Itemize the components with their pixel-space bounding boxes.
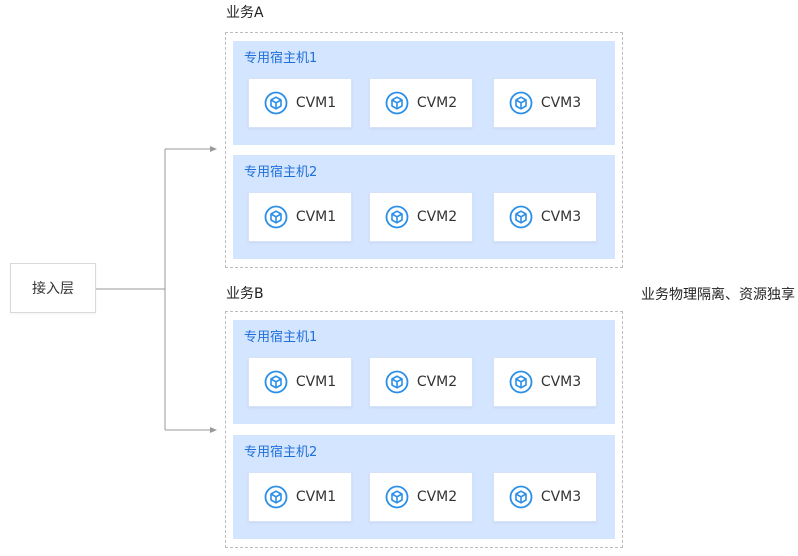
vm-node: CVM1 xyxy=(248,192,352,242)
vm-label: CVM2 xyxy=(416,374,458,390)
vm-label: CVM1 xyxy=(295,95,337,111)
cube-icon xyxy=(509,485,533,509)
business-a-title: 业务A xyxy=(226,5,264,21)
vm-node: CVM1 xyxy=(248,472,352,522)
cube-icon xyxy=(385,485,409,509)
vm-node: CVM1 xyxy=(248,357,352,407)
business-b-host-1: 专用宿主机1 CVM1 CVM2 CVM3 xyxy=(233,320,615,424)
vm-node: CVM2 xyxy=(369,357,473,407)
vm-label: CVM3 xyxy=(540,374,582,390)
vm-node: CVM2 xyxy=(369,192,473,242)
cube-icon xyxy=(385,91,409,115)
vm-node: CVM3 xyxy=(493,78,597,128)
vm-label: CVM3 xyxy=(540,209,582,225)
vm-label: CVM1 xyxy=(295,489,337,505)
business-b-title: 业务B xyxy=(226,286,264,302)
business-a-box xyxy=(225,32,623,268)
business-b-box xyxy=(225,311,623,548)
cube-icon xyxy=(509,205,533,229)
cube-icon xyxy=(264,91,288,115)
vm-label: CVM3 xyxy=(540,489,582,505)
vm-node: CVM3 xyxy=(493,192,597,242)
vm-label: CVM2 xyxy=(416,489,458,505)
cube-icon xyxy=(385,370,409,394)
cube-icon xyxy=(385,205,409,229)
access-layer-label: 接入层 xyxy=(32,281,74,297)
host-label: 专用宿主机2 xyxy=(244,445,318,460)
vm-label: CVM1 xyxy=(295,374,337,390)
vm-label: CVM3 xyxy=(540,95,582,111)
vm-label: CVM1 xyxy=(295,209,337,225)
isolation-note: 业务物理隔离、资源独享 xyxy=(641,287,795,303)
cube-icon xyxy=(264,205,288,229)
cube-icon xyxy=(264,370,288,394)
business-a-host-2: 专用宿主机2 CVM1 CVM2 CVM3 xyxy=(233,155,615,259)
vm-label: CVM2 xyxy=(416,209,458,225)
cube-icon xyxy=(509,91,533,115)
vm-node: CVM3 xyxy=(493,357,597,407)
vm-label: CVM2 xyxy=(416,95,458,111)
access-layer-node: 接入层 xyxy=(10,263,96,313)
cube-icon xyxy=(509,370,533,394)
business-b-host-2: 专用宿主机2 CVM1 CVM2 CVM3 xyxy=(233,435,615,539)
host-label: 专用宿主机2 xyxy=(244,165,318,180)
host-label: 专用宿主机1 xyxy=(244,330,318,345)
vm-node: CVM2 xyxy=(369,472,473,522)
vm-node: CVM1 xyxy=(248,78,352,128)
host-label: 专用宿主机1 xyxy=(244,51,318,66)
business-a-host-1: 专用宿主机1 CVM1 CVM2 CVM3 xyxy=(233,41,615,145)
vm-node: CVM2 xyxy=(369,78,473,128)
cube-icon xyxy=(264,485,288,509)
vm-node: CVM3 xyxy=(493,472,597,522)
